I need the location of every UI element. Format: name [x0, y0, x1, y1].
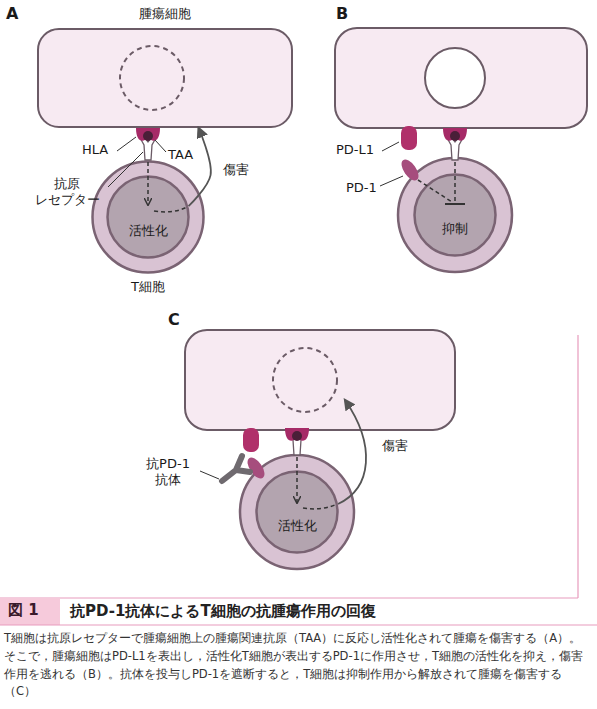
leader-line	[155, 140, 166, 152]
figure-title: 抗PD-1抗体によるT細胞の抗腫瘍作用の回復	[70, 602, 376, 620]
antigen-receptor	[446, 134, 464, 160]
damage-arrow	[338, 400, 366, 504]
t-cell-core: 活性化	[255, 470, 339, 554]
signal-arrow	[154, 207, 187, 212]
circle-outline	[106, 175, 190, 259]
figure-number: 図 1	[8, 601, 39, 619]
panel-letter: B	[336, 4, 348, 23]
circle-shape	[93, 162, 204, 273]
hla-taa	[285, 428, 309, 441]
pd-1-molecule	[398, 157, 422, 184]
signal-arrow	[454, 162, 456, 203]
antigen-receptor	[139, 134, 157, 160]
circle-outline	[255, 470, 339, 554]
molecule-label: PD-L1	[336, 142, 374, 157]
anti-pd-1-antibody	[222, 456, 250, 481]
tumor-cell: 腫瘍細胞	[37, 28, 293, 128]
leader-line	[382, 142, 399, 151]
signal-arrow	[147, 162, 149, 204]
action-label: 傷害	[382, 438, 408, 453]
panel-letter: A	[6, 4, 18, 23]
molecule-label: HLA	[82, 142, 108, 157]
molecule-label: 抗原 レセプター	[35, 176, 100, 207]
leader-line	[200, 471, 219, 479]
edge-label: 傷害	[223, 162, 249, 177]
pd-l1-molecule	[243, 428, 259, 452]
circle-outline	[413, 173, 497, 257]
hla-taa	[443, 128, 467, 141]
t-cell-core: 抑制	[413, 173, 497, 257]
inhibit-bar	[445, 203, 465, 205]
leader-line	[108, 152, 143, 187]
t-cell-membrane	[240, 455, 354, 569]
node-text: 活性化	[129, 223, 168, 238]
tumor-cell	[335, 28, 587, 128]
figure-caption: T細胞は抗原レセプターで腫瘍細胞上の腫瘍関連抗原（TAA）に反応し活性化されて腫…	[4, 631, 583, 698]
node-heading: 腫瘍細胞	[139, 6, 191, 21]
panel-letter: C	[168, 310, 180, 329]
signal-arrow	[303, 504, 337, 509]
leader-line	[380, 176, 403, 186]
rule-line	[0, 624, 597, 625]
nucleus	[120, 46, 184, 110]
t-cell: T細胞活性化	[91, 160, 205, 274]
nucleus	[425, 48, 485, 108]
node-text: 抑制	[442, 221, 468, 236]
hla-taa	[136, 128, 160, 141]
node-heading: T細胞	[131, 279, 165, 294]
node-text: 活性化	[278, 518, 317, 533]
frame-line	[577, 335, 578, 598]
tumor-cell	[185, 330, 455, 430]
inhibit-arrow	[418, 180, 452, 202]
antigen-receptor	[288, 429, 306, 455]
circle-shape	[415, 175, 496, 256]
nucleus	[273, 348, 337, 412]
circle-shape	[108, 177, 189, 258]
pd-l1-molecule	[401, 126, 417, 150]
molecule-label: TAA	[168, 147, 193, 162]
t-cell-membrane	[398, 158, 512, 272]
signal-arrow	[296, 457, 298, 502]
molecule-label: 抗PD-1 抗体	[146, 456, 190, 487]
circle-shape	[257, 472, 338, 553]
figure-number-box	[0, 598, 60, 625]
damage-arrow	[189, 128, 211, 206]
leader-line	[117, 137, 136, 151]
pd-1-molecule	[244, 455, 268, 482]
molecule-label: PD-1	[346, 180, 377, 195]
frame-line	[0, 597, 578, 598]
t-cell-core: 活性化	[106, 175, 190, 259]
